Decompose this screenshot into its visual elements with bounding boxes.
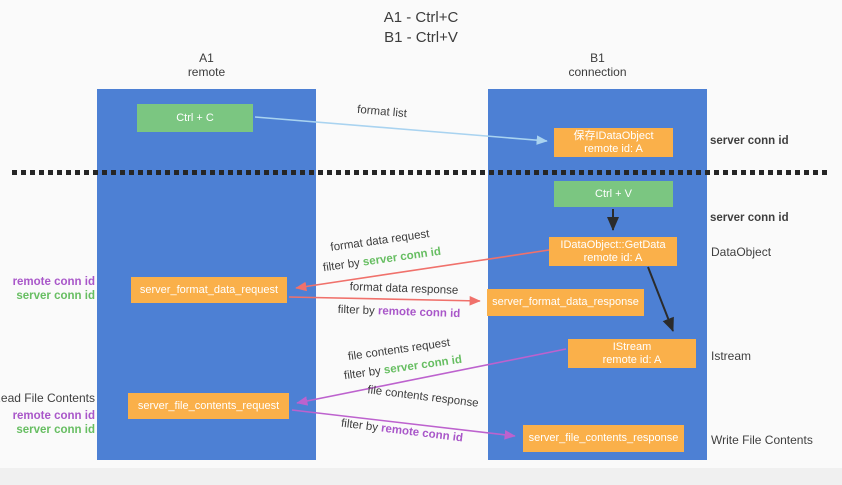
node-save-line2: remote id: A	[584, 142, 643, 155]
label-format-list: format list	[357, 104, 408, 120]
lane-b1-subtitle: connection	[568, 65, 627, 79]
lane-a1-subtitle: remote	[187, 65, 226, 79]
remote-conn-id-text: remote conn id	[12, 276, 95, 288]
filter-by-text: filter by	[340, 417, 382, 435]
server-conn-id-text: server conn id	[383, 353, 463, 377]
node-getdata-line1: IDataObject::GetData	[560, 238, 666, 251]
node-ctrl-v: Ctrl + V	[554, 181, 673, 207]
title-line-1: A1 - Ctrl+C	[383, 9, 459, 26]
remote-conn-id-text: remote conn id	[12, 410, 95, 422]
node-format-response-label: server_format_data_response	[492, 296, 639, 308]
lane-header-b1: B1 connection	[488, 51, 707, 79]
remote-conn-id-text: remote conn id	[380, 422, 464, 445]
annotation-server-conn-id-top: server conn id	[710, 134, 789, 148]
filter-by-text: filter by	[322, 256, 364, 275]
node-server-format-data-request: server_format_data_request	[131, 277, 287, 303]
node-getdata-line2: remote id: A	[583, 251, 643, 264]
node-ctrl-c-label: Ctrl + C	[176, 111, 214, 124]
node-file-request-label: server_file_contents_request	[137, 399, 280, 412]
page-edge-strip	[0, 468, 842, 485]
label-format-data-response: format data response	[349, 281, 458, 297]
node-istream: IStream remote id: A	[568, 339, 696, 368]
node-istream-line2: remote id: A	[602, 353, 662, 366]
label-format-data-response-text: format data response	[349, 281, 459, 297]
label-file-contents-response: file contents response	[367, 384, 480, 410]
label-format-response-filter: filter by remote conn id	[337, 304, 460, 320]
annotation-istream: Istream	[711, 349, 751, 363]
annotation-dataobject: DataObject	[711, 245, 771, 259]
node-format-request-label: server_format_data_request	[139, 283, 279, 296]
server-conn-id-text: server conn id	[710, 212, 789, 224]
remote-conn-id-text: remote conn id	[377, 305, 461, 321]
node-ctrl-v-label: Ctrl + V	[595, 187, 632, 200]
label-file-response-filter: filter by remote conn id	[340, 418, 463, 445]
arrow-format-data-response	[288, 295, 481, 306]
label-format-list-text: format list	[356, 103, 408, 121]
node-file-response-label: server_file_contents_response	[528, 432, 679, 444]
node-server-file-contents-response: server_file_contents_response	[523, 425, 684, 452]
machine-boundary-dotted-line	[12, 170, 830, 175]
node-server-file-contents-request: server_file_contents_request	[128, 393, 289, 419]
node-istream-line1: IStream	[612, 340, 652, 353]
node-save-idataobject: 保存IDataObject remote id: A	[554, 128, 673, 157]
filter-by-text: filter by	[343, 364, 385, 383]
lane-header-a1: A1 remote	[97, 51, 316, 79]
server-conn-id-text: server conn id	[16, 424, 95, 436]
lane-a1-id: A1	[199, 51, 214, 65]
diagram-title: A1 - Ctrl+C B1 - Ctrl+V	[0, 8, 842, 48]
label-file-contents-response-text: file contents response	[366, 384, 480, 410]
dataobject-text: DataObject	[711, 245, 772, 259]
read-file-contents-text: Read File Contents	[0, 391, 95, 405]
server-conn-id-text: server conn id	[710, 135, 789, 147]
istream-text: Istream	[711, 349, 752, 363]
lane-b1-id: B1	[590, 51, 605, 65]
title-line-2: B1 - Ctrl+V	[384, 29, 458, 46]
node-server-format-data-response: server_format_data_response	[487, 289, 644, 316]
filter-by-text: filter by	[337, 303, 379, 318]
server-conn-id-text: server conn id	[16, 290, 95, 302]
annotation-write-file-contents: Write File Contents	[711, 433, 813, 447]
annotation-read-file-contents-group: Read File Contents remote conn id server…	[0, 390, 95, 437]
annotation-server-conn-id-mid: server conn id	[710, 211, 789, 225]
node-ctrl-c: Ctrl + C	[137, 104, 253, 132]
node-idataobject-getdata: IDataObject::GetData remote id: A	[549, 237, 677, 266]
server-conn-id-text: server conn id	[362, 245, 442, 269]
node-save-line1: 保存IDataObject	[573, 129, 654, 142]
annotation-conn-ids-mid: remote conn id server conn id	[13, 275, 95, 303]
write-file-contents-text: Write File Contents	[711, 433, 813, 447]
